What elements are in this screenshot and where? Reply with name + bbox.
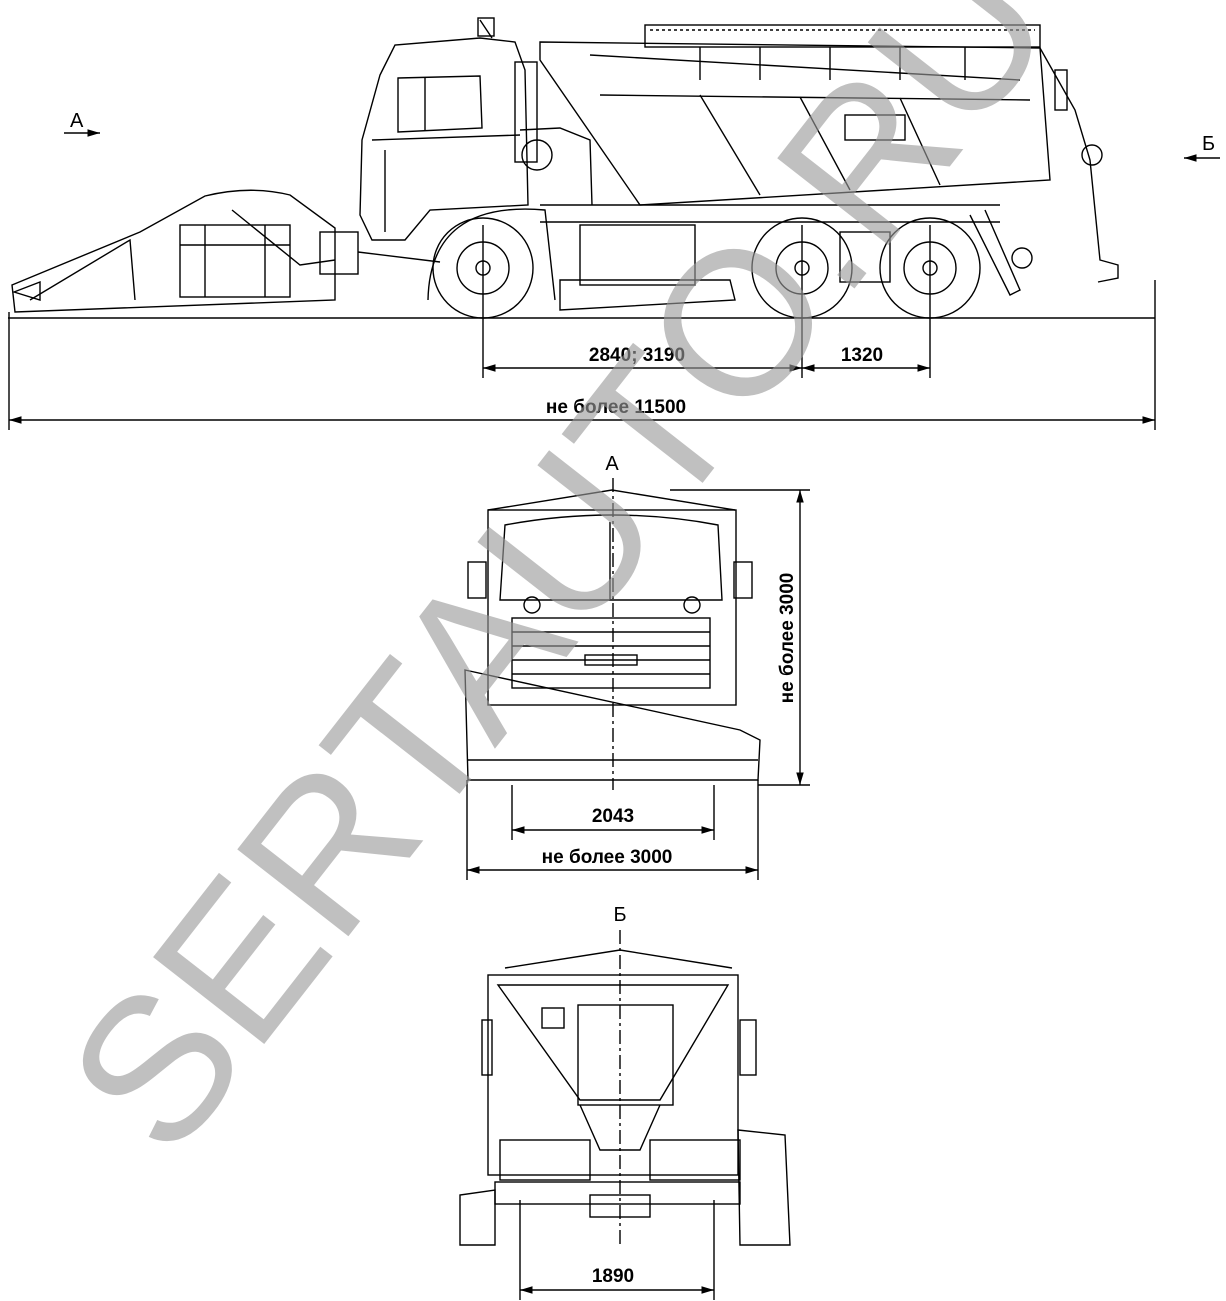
wheelbase-rear-label: 1320 [841,345,883,366]
view-marker-b-label: Б [1202,133,1215,155]
side-view: А Б [8,17,1220,430]
view-marker-a-label: А [70,110,84,132]
wheelbase-front-label: 2840; 3190 [589,345,685,366]
view-marker-b: Б [1184,133,1220,162]
radiator-grille [511,617,711,689]
rear-wheels-right [649,1139,741,1181]
front-plough [11,189,441,313]
front-height-label: не более 3000 [777,573,798,704]
mirror-right [733,561,753,599]
front-view [464,478,810,880]
view-marker-a: А [64,110,100,137]
hopper [496,984,730,1101]
rear-view [459,930,791,1300]
rear-track-label: 1890 [592,1266,634,1287]
rear-wheels-left [499,1139,591,1181]
mirror-left [467,561,487,599]
front-view-title: А [605,453,619,475]
dump-body [539,24,1119,283]
dimension-overall-length [8,280,1156,430]
rear-mirror-left [481,1019,493,1076]
overall-length-label: не более 11500 [546,397,686,418]
front-width-label: не более 3000 [542,847,673,868]
watermark: SERTAUTO.RU [24,0,1095,1192]
rear-view-title: Б [613,904,626,926]
front-track-label: 2043 [592,806,634,827]
chassis [540,204,1033,311]
truck-cab [359,17,593,241]
rear-mirror-right [739,1019,757,1076]
dimension-wheelbase [482,225,931,378]
front-plough-blade [464,669,761,781]
windshield [499,514,723,601]
